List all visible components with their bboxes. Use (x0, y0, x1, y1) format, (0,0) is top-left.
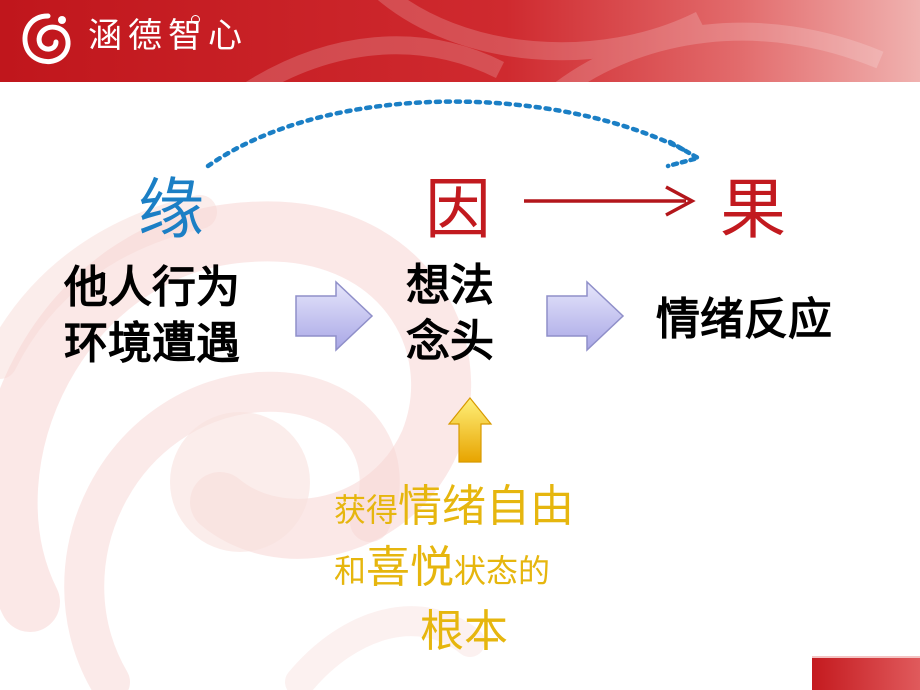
block-arrow-right-1 (295, 280, 374, 352)
middle-text-line-1: 想法 (406, 260, 494, 311)
left-text-line-1: 他人行为 (64, 262, 240, 313)
left-text-line-2: 环境遭遇 (64, 318, 240, 369)
header-swirl-decoration (245, 0, 884, 98)
keyword-guo: 果 (720, 171, 786, 248)
root-text-line-2: 和喜悦状态的 (334, 542, 550, 597)
background-swirl-decoration (0, 195, 485, 690)
footer-accent-line (812, 656, 920, 658)
right-text: 情绪反应 (656, 294, 832, 345)
root-text-line-2-small-b: 状态的 (454, 552, 551, 590)
up-arrow (447, 397, 493, 463)
root-text-line-1-large: 情绪自由 (398, 481, 575, 532)
root-text-line-3: 根本 (420, 606, 508, 657)
root-text-line-1: 获得情绪自由 (334, 481, 574, 536)
block-arrow-right-2 (546, 280, 625, 352)
middle-text-line-2: 念头 (406, 316, 494, 367)
swirl-logo-icon (22, 13, 71, 64)
dotted-curved-arrow (205, 99, 701, 169)
brand-dot-icon (191, 15, 200, 24)
keyword-yuan: 缘 (138, 171, 204, 248)
footer-accent-bar (812, 658, 920, 690)
root-text-line-2-large: 喜悦 (366, 542, 455, 593)
keyword-yin: 因 (425, 171, 491, 248)
brand-name: 涵德智心 (88, 16, 248, 56)
header-bar: 涵德智心 (0, 0, 920, 98)
red-arrow (524, 185, 696, 217)
root-text-line-2-small-a: 和 (334, 552, 367, 590)
root-text-line-1-small: 获得 (334, 491, 399, 529)
